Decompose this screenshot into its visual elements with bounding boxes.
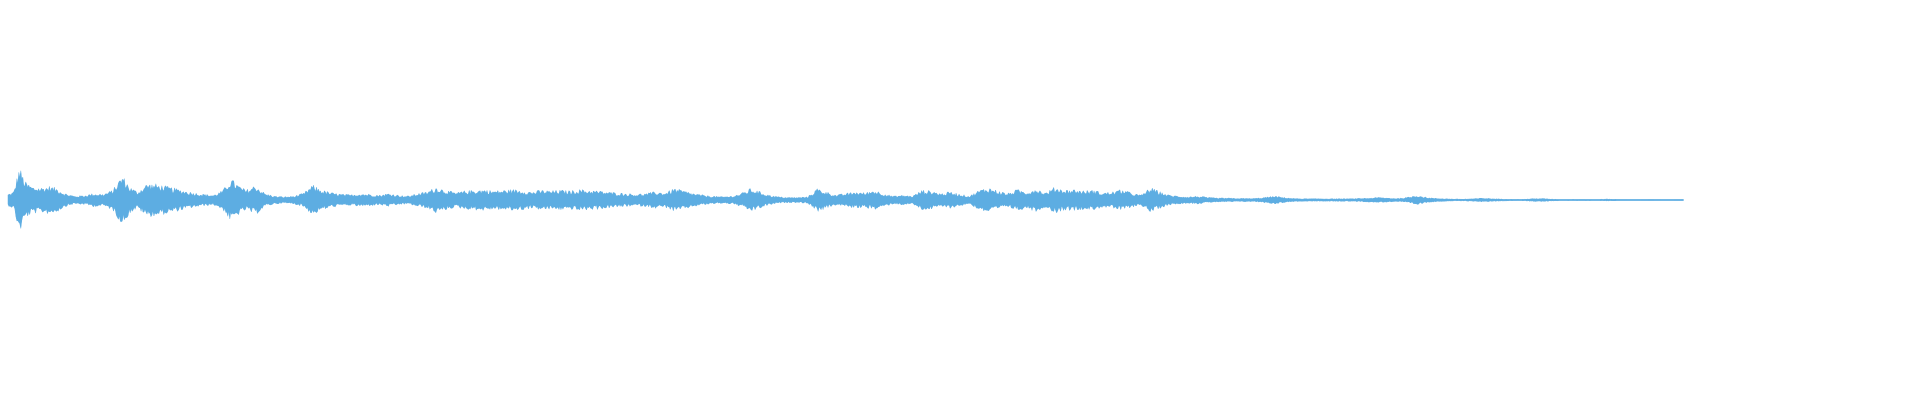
waveform-shape <box>7 170 1684 229</box>
